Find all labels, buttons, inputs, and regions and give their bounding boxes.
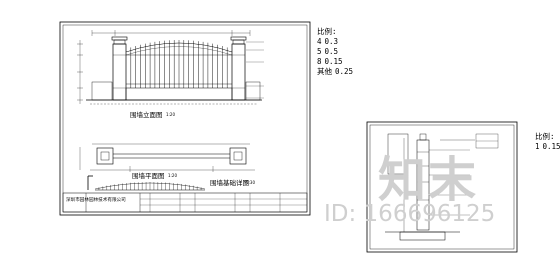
elevation-title: 围墙立面图	[130, 111, 163, 119]
fence-plan	[79, 143, 255, 172]
company-name: 深圳市园林园林技术有限公司	[66, 198, 126, 203]
pen-number: 4	[317, 37, 322, 46]
watermark-id: ID: 166696125	[324, 201, 496, 227]
fence-detail	[87, 175, 206, 191]
pen-width: 0.15	[542, 142, 560, 151]
sheet2-pen-header: 比例:	[535, 132, 555, 141]
pen-width: 0.3	[324, 37, 339, 46]
pen-number: 8	[317, 57, 322, 66]
pen-number: 5	[317, 47, 322, 56]
watermark-logo: 知末	[378, 152, 479, 208]
pen-width: 0.5	[324, 47, 339, 56]
plan-title: 围墙平面图	[132, 172, 165, 180]
sheet1-frame	[59, 21, 311, 216]
fence-elevation	[77, 30, 264, 105]
pen-number: 其他	[317, 67, 332, 76]
detail-scale: 1:30	[246, 180, 255, 185]
sheet1-pen-header: 比例:	[317, 27, 337, 36]
plan-scale: 1:20	[168, 173, 177, 178]
pen-width: 0.15	[324, 57, 343, 66]
sheet2-frame	[366, 121, 518, 253]
pen-width: 0.25	[335, 67, 354, 76]
detail-title: 围墙基础详图	[210, 179, 249, 187]
pen-number: 1	[535, 142, 540, 151]
elevation-scale: 1:20	[166, 112, 175, 117]
